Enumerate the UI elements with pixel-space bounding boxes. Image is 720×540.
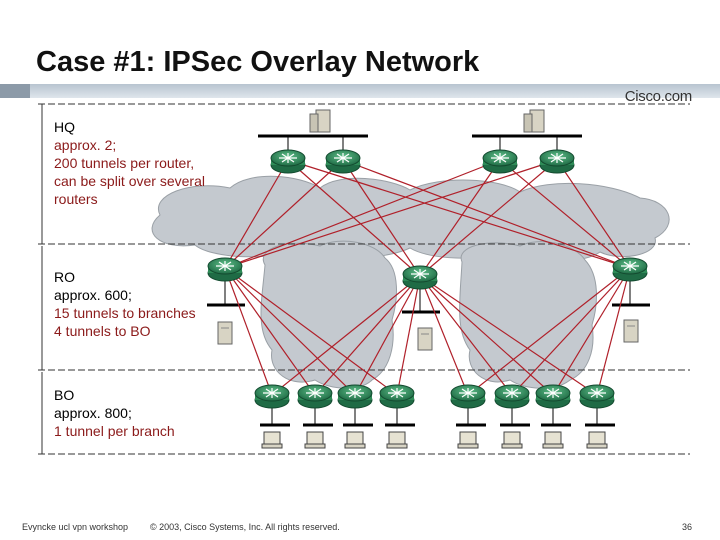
bo-router-3: [379, 384, 415, 409]
hq-router-2: [482, 149, 518, 174]
hq-router-3-arrows: [548, 153, 566, 163]
bo-pc-base-5: [501, 443, 523, 449]
bo-router-3-arrows: [388, 388, 406, 398]
hq-server-right-side: [523, 113, 533, 133]
page-number: 36: [681, 522, 692, 532]
bo-pc-screen-3: [388, 431, 406, 445]
hq-router-1: [325, 149, 361, 174]
bo-pc-screen-6: [544, 431, 562, 445]
bo-pc-base-7: [586, 443, 608, 449]
bo-pc-screen-4: [459, 431, 477, 445]
ro-pc-right: [623, 319, 639, 343]
bo-pc-3: [386, 431, 408, 449]
routers: [207, 149, 648, 409]
bo-pc-base-6: [542, 443, 564, 449]
bo-router-4: [450, 384, 486, 409]
bo-pc-base-4: [457, 443, 479, 449]
bo-router-0-arrows: [263, 388, 281, 398]
bo-router-2-arrows: [346, 388, 364, 398]
hq-label: HQ approx. 2; 200 tunnels per router, ca…: [54, 118, 205, 208]
hq-line-4: routers: [54, 191, 98, 207]
title-bar-accent: [0, 84, 30, 98]
hq-router-2-arrows: [491, 153, 509, 163]
bo-pc-screen-1: [306, 431, 324, 445]
hq-router-1-arrows: [334, 153, 352, 163]
ro-router-1-arrows: [411, 269, 429, 279]
bo-pc-screen-2: [346, 431, 364, 445]
tunnel-ro-bo-27: [595, 267, 632, 396]
bo-name: BO: [54, 387, 75, 403]
ro-router-1: [402, 265, 438, 290]
ro-line-1: approx. 600;: [54, 287, 132, 303]
hq-server-left-side: [309, 113, 319, 133]
bo-pc-screen-5: [503, 431, 521, 445]
hq-name: HQ: [54, 119, 75, 135]
bo-pc-base-0: [261, 443, 283, 449]
bo-router-2: [337, 384, 373, 409]
ro-pc-mid: [417, 327, 433, 351]
bo-pc-5: [501, 431, 523, 449]
bo-pc-7: [586, 431, 608, 449]
title-underline-bar: [0, 84, 720, 98]
ro-pc-right-body: [623, 319, 639, 343]
bo-pc-screen-0: [263, 431, 281, 445]
bo-pc-1: [304, 431, 326, 449]
bo-pc-2: [344, 431, 366, 449]
ro-pc-left: [217, 321, 233, 345]
ro-line-3: 4 tunnels to BO: [54, 323, 151, 339]
bo-router-1-arrows: [306, 388, 324, 398]
ro-name: RO: [54, 269, 75, 285]
bo-pc-0: [261, 431, 283, 449]
bo-line-2: 1 tunnel per branch: [54, 423, 175, 439]
hq-server-right: [523, 109, 545, 133]
tunnel-ro-bo-19: [394, 275, 423, 396]
ro-router-2-arrows: [621, 261, 639, 271]
ipsec-tunnels: [223, 158, 632, 396]
bo-router-5: [494, 384, 530, 409]
hq-router-0-arrows: [279, 153, 297, 163]
bo-router-6-arrows: [544, 388, 562, 398]
cisco-logo: Cisco.com: [624, 88, 693, 105]
footer-copyright: © 2003, Cisco Systems, Inc. All rights r…: [150, 522, 340, 532]
tunnel-hq-ro-11: [556, 159, 631, 269]
bo-pc-6: [542, 431, 564, 449]
bo-pc-screen-7: [588, 431, 606, 445]
bo-router-7: [579, 384, 615, 409]
cloud-lower-left: [260, 240, 397, 389]
ro-line-2: 15 tunnels to branches: [54, 305, 196, 321]
bo-pc-base-1: [304, 443, 326, 449]
bo-router-0: [254, 384, 290, 409]
ro-pc-left-body: [217, 321, 233, 345]
cloud-lower-right: [459, 241, 597, 389]
bo-pc-4: [457, 431, 479, 449]
hq-line-3: can be split over several: [54, 173, 205, 189]
hq-router-3: [539, 149, 575, 174]
ro-router-0-arrows: [216, 261, 234, 271]
bo-router-5-arrows: [503, 388, 521, 398]
bo-line-1: approx. 800;: [54, 405, 132, 421]
hq-server-left: [309, 109, 331, 133]
footer-left: Evyncke ucl vpn workshop: [22, 522, 129, 532]
hq-line-2: 200 tunnels per router,: [54, 155, 195, 171]
ro-label: RO approx. 600; 15 tunnels to branches 4…: [54, 268, 196, 340]
hq-line-1: approx. 2;: [54, 137, 117, 153]
bo-router-6: [535, 384, 571, 409]
ro-router-0: [207, 257, 243, 282]
bo-router-4-arrows: [459, 388, 477, 398]
hq-router-0: [270, 149, 306, 174]
bo-pc-base-2: [344, 443, 366, 449]
tunnel-hq-ro-10: [419, 159, 558, 277]
ro-router-2: [612, 257, 648, 282]
bo-label: BO approx. 800; 1 tunnel per branch: [54, 386, 175, 440]
bo-pc-base-3: [386, 443, 408, 449]
ro-pc-mid-body: [417, 327, 433, 351]
slide-title: Case #1: IPSec Overlay Network: [36, 46, 480, 78]
bo-router-1: [297, 384, 333, 409]
cloud-upper: [151, 175, 670, 262]
bo-router-7-arrows: [588, 388, 606, 398]
